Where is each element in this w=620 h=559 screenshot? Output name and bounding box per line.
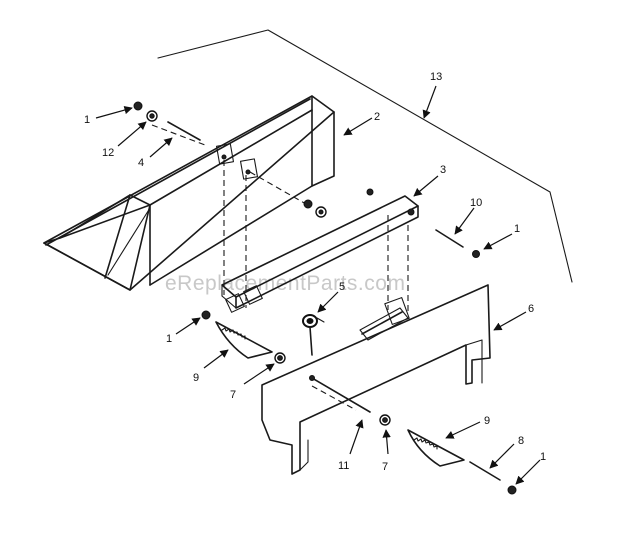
callout-1-bottom: 1 <box>540 451 546 463</box>
callout-6: 6 <box>528 303 534 315</box>
callout-8: 8 <box>518 435 524 447</box>
callout-11: 11 <box>338 460 349 472</box>
callout-7-left: 7 <box>230 389 236 401</box>
callout-9-left: 9 <box>193 372 199 384</box>
hardware-top-left <box>133 101 327 218</box>
callout-12: 12 <box>102 147 114 159</box>
assembly-bracket-13 <box>157 29 573 283</box>
part-3-rail <box>221 188 480 313</box>
callout-7-bottom: 7 <box>382 461 388 473</box>
callout-10: 10 <box>470 197 482 209</box>
part-5-spring <box>302 314 325 356</box>
part-2-chute <box>43 95 335 291</box>
callout-1-left: 1 <box>166 333 172 345</box>
assembly-line <box>311 385 357 411</box>
part-7-washer-bottom <box>379 414 391 426</box>
part-9-sector-gear-right <box>407 429 517 495</box>
callout-1-top: 1 <box>84 114 90 126</box>
callout-3: 3 <box>440 164 446 176</box>
assembly-line <box>249 171 307 205</box>
callout-9-right: 9 <box>484 415 490 427</box>
callout-1-right: 1 <box>514 223 520 235</box>
part-11-pin <box>309 375 371 413</box>
callout-4: 4 <box>138 157 144 169</box>
callout-13: 13 <box>430 71 442 83</box>
part-6-plate <box>261 284 491 475</box>
part-9-sector-gear-left <box>201 310 286 364</box>
callout-5: 5 <box>339 281 345 293</box>
callout-arrows <box>95 85 541 485</box>
callout-2: 2 <box>374 111 380 123</box>
